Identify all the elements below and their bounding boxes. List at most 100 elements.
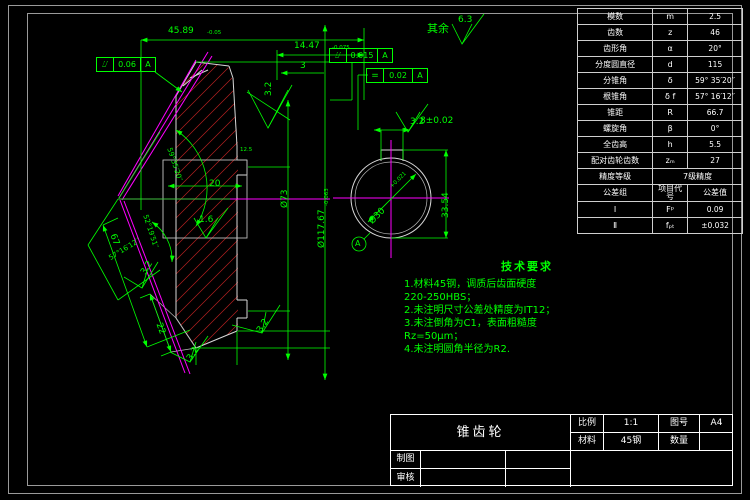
param-name: 根锥角 — [576, 88, 654, 105]
tech-req-line: 3.未注倒角为C1，表面粗糙度 — [404, 318, 537, 329]
table-row: 全齿高 h 5.5 — [576, 136, 743, 153]
table-row: 齿数 z 46 — [576, 24, 743, 41]
roughness-3-2-keyway: 3.2 — [410, 117, 425, 127]
dim-top-face: 14.47 — [294, 41, 320, 51]
param-symbol: R — [652, 104, 689, 121]
param-value: 46 — [687, 24, 743, 41]
checked-date[interactable] — [506, 469, 571, 487]
param-name: 螺旋角 — [576, 120, 654, 137]
dim-dia-117-tol: -0.063 — [324, 188, 330, 206]
tech-req-line: 4.未注明圆角半径为R2. — [404, 344, 511, 355]
title-block: 锥齿轮 制图 审核 比例 1:1 图号 A4 材料 45钢 数量 — [390, 414, 733, 487]
tech-req-line: 220-250HBS； — [404, 292, 477, 303]
roughness-symbols — [123, 13, 485, 363]
gdt-symbol-icon-2: ⌰ — [330, 49, 347, 62]
drawn-value[interactable] — [421, 451, 506, 469]
drawn-date[interactable] — [506, 451, 571, 469]
gdt-symbol-icon: ⌰ — [97, 58, 114, 71]
roughness-12-5: 12.5 — [240, 147, 253, 153]
param-value: 0° — [687, 120, 743, 137]
param-symbol: β — [652, 120, 689, 137]
param-symbol: α — [652, 40, 689, 57]
material-label: 材料 — [571, 433, 604, 451]
scale-label: 比例 — [571, 415, 604, 433]
param-symbol: m — [652, 8, 689, 25]
tol-group-header: 公差组 — [576, 184, 654, 202]
table-row-tol-header: 公差组 项目代号 公差值 — [576, 184, 743, 202]
param-symbol: d — [652, 56, 689, 73]
gdt-frame-1: ⌰ 0.06 A — [96, 57, 156, 72]
param-symbol: δ f — [652, 88, 689, 105]
accuracy-label: 精度等级 — [576, 168, 654, 185]
param-name: 模数 — [576, 8, 654, 25]
param-name: 齿数 — [576, 24, 654, 41]
checked-value[interactable] — [421, 469, 506, 487]
param-value: 5.5 — [687, 136, 743, 153]
tech-req-line: Rz=50μm； — [404, 331, 464, 342]
table-row: 锥距 R 66.7 — [576, 104, 743, 121]
dim-top-overall-tol: -0.05 — [207, 30, 222, 36]
gdt-symmetry-icon: = — [367, 69, 384, 82]
table-row: Ⅰ Fᵖ 0.09 — [576, 201, 743, 218]
tol-group: Ⅱ — [576, 217, 654, 234]
title-block-blank — [571, 451, 733, 487]
dwg-no-label: 图号 — [659, 415, 700, 433]
gdt-datum-ref-2: A — [382, 51, 388, 60]
table-row: 根锥角 δ f 57° 16′12′′ — [576, 88, 743, 105]
tech-req-line: 2.未注明尺寸公差处精度为IT12； — [404, 305, 556, 316]
gdt-datum-ref: A — [145, 60, 151, 69]
quantity-value[interactable] — [700, 433, 733, 451]
tol-value: 0.09 — [687, 201, 743, 218]
tol-value-header: 公差值 — [687, 184, 743, 202]
param-value: 20° — [687, 40, 743, 57]
param-symbol: δ — [652, 72, 689, 89]
roughness-3-2-top: 3.2 — [264, 81, 274, 96]
table-row: 齿形角 α 20° — [576, 40, 743, 57]
tol-value: ±0.032 — [687, 217, 743, 234]
param-symbol: h — [652, 136, 689, 153]
dim-small-3: 3 — [300, 61, 306, 71]
surface-note-value: 6.3 — [458, 15, 473, 25]
param-value: 59° 35′20′′ — [687, 72, 743, 89]
tech-req-line: 1.材料45钢，调质后齿面硬度 — [404, 279, 537, 290]
technical-requirements: 技术要求 1.材料45钢，调质后齿面硬度 220-250HBS； 2.未注明尺寸… — [404, 258, 654, 356]
gear-parameter-table: 模数 m 2.5 齿数 z 46 齿形角 α 20° 分度圆直径 d 115 分… — [576, 8, 743, 234]
param-name: 锥距 — [576, 104, 654, 121]
drawn-label: 制图 — [391, 451, 421, 469]
tol-code-header: 项目代号 — [652, 184, 689, 202]
material-value: 45钢 — [604, 433, 659, 451]
param-name: 分度圆直径 — [576, 56, 654, 73]
param-symbol: z — [652, 24, 689, 41]
keyway-section-view — [333, 74, 449, 258]
param-name: 齿形角 — [576, 40, 654, 57]
param-value: 115 — [687, 56, 743, 73]
datum-a-label: A — [355, 239, 361, 248]
accuracy-value: 7级精度 — [652, 168, 743, 185]
dim-dia-117: Ø117.67 — [317, 209, 327, 248]
quantity-label: 数量 — [659, 433, 700, 451]
param-symbol: zₘ — [652, 152, 689, 169]
tol-code: Fᵖ — [652, 201, 689, 218]
dim-key-depth: 33.54 — [441, 192, 451, 218]
table-row: 模数 m 2.5 — [576, 8, 743, 25]
gdt-tolerance-value-3: 0.02 — [384, 69, 413, 82]
tech-req-title: 技术要求 — [501, 260, 553, 273]
dim-dia-73: Ø73 — [280, 189, 290, 208]
checked-label: 审核 — [391, 469, 421, 487]
param-name: 配对齿轮齿数 — [576, 152, 654, 169]
table-row: 螺旋角 β 0° — [576, 120, 743, 137]
gdt-tolerance-value: 0.06 — [114, 58, 141, 71]
param-value: 2.5 — [687, 8, 743, 25]
param-name: 分锥角 — [576, 72, 654, 89]
sheet-border-inner — [27, 13, 733, 486]
sheet-border-outer — [8, 5, 742, 494]
dimension-lines — [87, 25, 365, 380]
tol-group: Ⅰ — [576, 201, 654, 218]
gdt-frame-3: = 0.02 A — [366, 68, 428, 83]
param-name: 全齿高 — [576, 136, 654, 153]
table-row: 分锥角 δ 59° 35′20′′ — [576, 72, 743, 89]
param-value: 66.7 — [687, 104, 743, 121]
surface-note-label: 其余 — [427, 22, 449, 35]
